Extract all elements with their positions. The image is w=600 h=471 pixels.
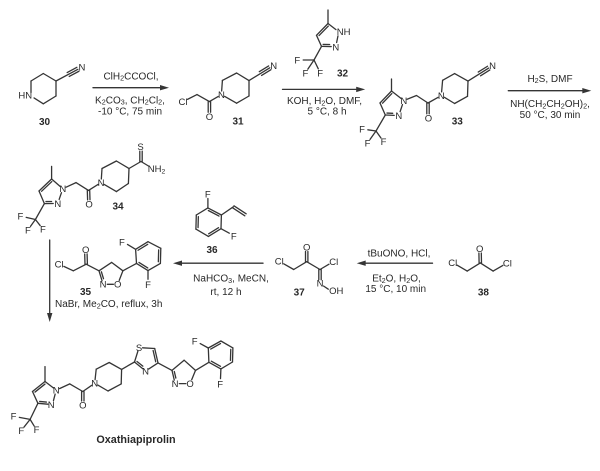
svg-text:F: F bbox=[40, 224, 46, 235]
svg-text:F: F bbox=[294, 55, 300, 66]
svg-text:N: N bbox=[59, 184, 66, 195]
svg-text:N: N bbox=[91, 379, 98, 390]
svg-text:O: O bbox=[114, 280, 121, 291]
svg-text:O: O bbox=[82, 245, 89, 256]
svg-text:S: S bbox=[136, 343, 142, 354]
svg-text:O: O bbox=[85, 199, 92, 210]
svg-text:ClH2CCOCl,: ClH2CCOCl, bbox=[103, 71, 158, 82]
svg-text:Cl: Cl bbox=[55, 260, 64, 271]
svg-text:N: N bbox=[400, 96, 407, 107]
svg-text:35: 35 bbox=[80, 287, 92, 298]
svg-text:31: 31 bbox=[232, 117, 244, 128]
svg-text:F: F bbox=[381, 137, 387, 148]
svg-text:N: N bbox=[332, 43, 339, 54]
svg-text:Cl: Cl bbox=[179, 97, 188, 108]
svg-text:F: F bbox=[192, 337, 198, 348]
svg-text:36: 36 bbox=[206, 245, 218, 256]
svg-text:K2CO3, CH2Cl2,: K2CO3, CH2Cl2, bbox=[95, 95, 165, 106]
svg-text:Et2O, H2O,: Et2O, H2O, bbox=[372, 273, 421, 284]
svg-text:38: 38 bbox=[478, 287, 490, 298]
svg-text:F: F bbox=[17, 212, 23, 223]
svg-text:N: N bbox=[395, 111, 402, 122]
svg-text:N: N bbox=[54, 199, 61, 210]
svg-text:N: N bbox=[98, 178, 105, 189]
svg-text:F: F bbox=[317, 69, 323, 80]
svg-text:50 °C, 30 min: 50 °C, 30 min bbox=[520, 110, 581, 121]
svg-text:NH(CH2CH2OH)2,: NH(CH2CH2OH)2, bbox=[510, 99, 590, 110]
svg-text:tBuONO, HCl,: tBuONO, HCl, bbox=[368, 248, 431, 259]
svg-text:30: 30 bbox=[39, 117, 51, 128]
svg-text:N: N bbox=[172, 379, 179, 390]
svg-text:N: N bbox=[142, 366, 149, 377]
svg-text:O: O bbox=[206, 112, 213, 123]
svg-text:N: N bbox=[270, 61, 277, 72]
svg-text:F: F bbox=[11, 412, 17, 423]
svg-text:O: O bbox=[79, 401, 86, 412]
svg-text:N: N bbox=[48, 400, 55, 411]
svg-text:S: S bbox=[137, 142, 143, 153]
svg-text:Cl: Cl bbox=[448, 258, 457, 269]
svg-text:NaBr, Me2CO, reflux, 3h: NaBr, Me2CO, reflux, 3h bbox=[55, 299, 162, 310]
svg-text:F: F bbox=[359, 124, 365, 135]
svg-text:N: N bbox=[53, 386, 60, 397]
svg-text:33: 33 bbox=[452, 116, 464, 127]
svg-text:HN: HN bbox=[18, 91, 32, 102]
svg-text:F: F bbox=[231, 232, 237, 243]
svg-text:15 °C, 10 min: 15 °C, 10 min bbox=[365, 284, 426, 295]
svg-text:F: F bbox=[18, 426, 24, 437]
svg-text:37: 37 bbox=[294, 288, 306, 299]
svg-text:Cl: Cl bbox=[275, 257, 284, 268]
svg-text:F: F bbox=[145, 280, 151, 291]
svg-text:NH: NH bbox=[337, 27, 351, 38]
svg-text:Cl: Cl bbox=[503, 258, 512, 269]
svg-text:34: 34 bbox=[112, 202, 124, 213]
svg-text:O: O bbox=[425, 113, 432, 124]
svg-text:F: F bbox=[217, 380, 223, 391]
svg-text:N: N bbox=[489, 61, 496, 72]
svg-text:N: N bbox=[78, 62, 85, 73]
svg-text:O: O bbox=[186, 379, 193, 390]
svg-text:N: N bbox=[100, 280, 107, 291]
svg-text:rt, 12 h: rt, 12 h bbox=[210, 287, 241, 298]
svg-text:N: N bbox=[438, 91, 445, 102]
svg-text:-10 °C, 75 min: -10 °C, 75 min bbox=[98, 106, 162, 117]
svg-text:H2S, DMF: H2S, DMF bbox=[527, 74, 572, 85]
svg-text:F: F bbox=[302, 69, 308, 80]
svg-text:O: O bbox=[476, 244, 483, 255]
svg-text:Oxathiapiprolin: Oxathiapiprolin bbox=[96, 434, 175, 446]
svg-text:32: 32 bbox=[337, 68, 349, 79]
svg-text:Cl: Cl bbox=[329, 257, 338, 268]
svg-text:N: N bbox=[218, 90, 225, 101]
svg-text:N: N bbox=[317, 279, 324, 290]
svg-text:F: F bbox=[205, 190, 211, 201]
svg-text:O: O bbox=[303, 242, 310, 253]
svg-text:F: F bbox=[25, 225, 31, 236]
svg-text:F: F bbox=[34, 425, 40, 436]
svg-text:OH: OH bbox=[329, 286, 343, 297]
svg-text:5 °C, 8 h: 5 °C, 8 h bbox=[307, 106, 346, 117]
svg-text:F: F bbox=[119, 237, 125, 248]
svg-text:F: F bbox=[365, 138, 371, 149]
svg-text:NaHCO3, MeCN,: NaHCO3, MeCN, bbox=[193, 273, 269, 284]
